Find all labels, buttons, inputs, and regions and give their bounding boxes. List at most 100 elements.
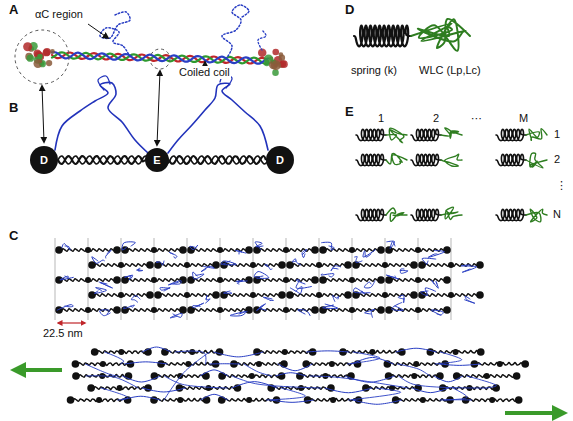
alpha-c-chain bbox=[434, 376, 463, 382]
alpha-c-chain bbox=[221, 261, 236, 265]
alpha-c-chain bbox=[267, 388, 306, 400]
pull-arrow bbox=[505, 411, 564, 415]
spring-coil bbox=[356, 154, 386, 165]
monomer bbox=[385, 246, 451, 254]
d-domain bbox=[377, 276, 385, 284]
monomer bbox=[121, 246, 187, 254]
alpha-c-chain bbox=[94, 288, 106, 294]
wlc-chain bbox=[386, 128, 407, 142]
alpha-c-chain bbox=[85, 364, 118, 376]
coiled-coil-strand bbox=[52, 52, 268, 64]
alpha-c-chain bbox=[349, 388, 401, 400]
d-domain bbox=[515, 396, 523, 404]
alpha-c-chain bbox=[333, 295, 339, 301]
globular-domain bbox=[37, 54, 43, 60]
e-domain bbox=[117, 385, 123, 391]
e-domain bbox=[484, 373, 490, 379]
alpha-c-chain bbox=[235, 250, 246, 254]
alpha-c-chain bbox=[122, 396, 160, 400]
spring-network bbox=[356, 128, 547, 222]
alpha-c-chain bbox=[224, 291, 232, 293]
alpha-c-chain bbox=[168, 83, 268, 153]
e-domain bbox=[330, 397, 336, 403]
alpha-c-chain bbox=[276, 373, 306, 376]
alpha-c-chain bbox=[156, 261, 164, 265]
d-domain bbox=[245, 246, 253, 254]
alpha-c-chain bbox=[391, 302, 403, 310]
d-domain bbox=[385, 306, 393, 314]
monomer bbox=[253, 246, 319, 254]
globular-domain bbox=[272, 49, 279, 56]
alpha-c-chain bbox=[363, 250, 375, 258]
alpha-c-chain bbox=[461, 265, 477, 272]
alpha-c-chain bbox=[387, 241, 395, 249]
globular-domain bbox=[46, 60, 52, 66]
d-domain bbox=[278, 261, 286, 269]
d-domain bbox=[67, 396, 75, 404]
alpha-c-chain bbox=[124, 362, 167, 364]
panel-letter: C bbox=[8, 228, 19, 243]
alpha-c-chain bbox=[169, 252, 177, 258]
annotation-label: 1 bbox=[377, 112, 385, 125]
d-domain bbox=[443, 246, 451, 254]
alpha-c-chain bbox=[190, 245, 198, 250]
alpha-c-chain bbox=[255, 242, 263, 250]
alpha-c-chain bbox=[62, 244, 70, 251]
e-domain bbox=[85, 277, 91, 283]
alpha-c-chain bbox=[292, 259, 300, 265]
alpha-c-chain bbox=[164, 376, 227, 388]
domain-letter: D bbox=[40, 154, 48, 166]
monomer bbox=[154, 291, 220, 299]
spring-wlc-unit bbox=[354, 19, 470, 51]
alpha-c-chain bbox=[352, 357, 394, 364]
d-domain bbox=[218, 372, 226, 380]
alpha-c-chain bbox=[105, 352, 124, 364]
e-domain bbox=[217, 307, 223, 313]
e-domain bbox=[246, 397, 252, 403]
wlc-chain bbox=[441, 207, 462, 219]
annotation-label: 2 bbox=[553, 153, 561, 166]
e-domain bbox=[282, 349, 288, 355]
d-domain bbox=[154, 291, 162, 299]
alpha-c-chain bbox=[432, 280, 439, 288]
alpha-c-chain bbox=[99, 282, 113, 288]
alpha-c-chain bbox=[210, 363, 240, 364]
alpha-c-chain bbox=[123, 305, 134, 309]
d-domain bbox=[286, 291, 294, 299]
e-domain bbox=[177, 397, 183, 403]
monomer bbox=[88, 291, 154, 299]
d-domain bbox=[436, 372, 444, 380]
monomer bbox=[319, 276, 385, 284]
alpha-c-chain bbox=[131, 296, 140, 303]
e-domain bbox=[217, 277, 223, 283]
panel-letter: B bbox=[8, 100, 19, 115]
alpha-c-chain bbox=[123, 376, 161, 382]
d-domain bbox=[203, 396, 211, 404]
panel-letter: D bbox=[344, 2, 355, 17]
d-domain bbox=[302, 360, 310, 368]
alpha-c-chain bbox=[420, 288, 435, 296]
e-domain bbox=[420, 397, 426, 403]
alpha-c-chain bbox=[200, 370, 228, 376]
alpha-c-chain bbox=[60, 276, 74, 280]
wlc-chain bbox=[386, 153, 407, 164]
alpha-c-chain bbox=[230, 311, 247, 316]
d-domain bbox=[355, 396, 363, 404]
e-domain bbox=[256, 361, 262, 367]
coiled-coil-strand bbox=[52, 52, 268, 63]
alpha-c-chain bbox=[322, 242, 335, 250]
d-domain bbox=[521, 360, 529, 368]
monomer bbox=[418, 291, 484, 299]
alpha-c-chain bbox=[57, 305, 73, 311]
d-domain bbox=[344, 291, 352, 299]
e-domain bbox=[448, 292, 454, 298]
monomer bbox=[286, 291, 352, 299]
annotation-label: ⋮ bbox=[555, 179, 568, 192]
alpha-c-chain bbox=[465, 296, 475, 303]
annotation-label: ⋯ bbox=[470, 112, 483, 125]
e-domain bbox=[415, 247, 421, 253]
d-domain bbox=[453, 372, 461, 380]
spring-coil bbox=[496, 209, 526, 220]
e-domain bbox=[189, 349, 195, 355]
alpha-c-chain bbox=[232, 376, 321, 388]
